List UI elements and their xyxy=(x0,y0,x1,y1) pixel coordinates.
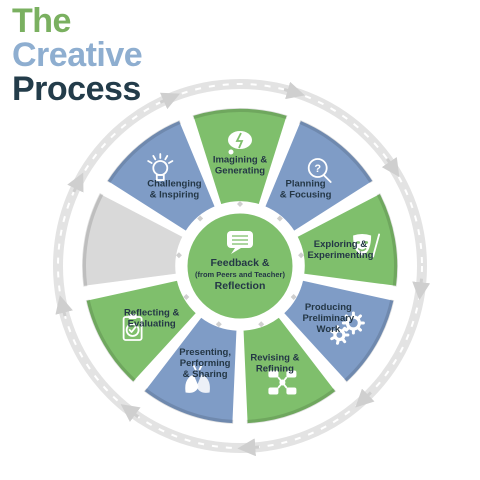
center-connectors xyxy=(175,201,305,328)
hub-connector-arrow xyxy=(215,321,222,328)
stage-challenging: Challenging& Inspiring xyxy=(105,119,217,233)
stage-blank-segment xyxy=(81,192,185,288)
stage-presenting-rim xyxy=(143,388,234,424)
hub-connector-arrow xyxy=(276,215,283,222)
cycle-arrow xyxy=(159,92,181,110)
stage-exploring-label-line2: Experimenting xyxy=(307,250,373,261)
stage-segments: Imagining &Generating? Planning& Focusing… xyxy=(81,107,399,425)
cycle-arrow xyxy=(237,438,260,457)
stage-presenting-label-line3: & Sharing xyxy=(183,369,228,380)
title-process: Process xyxy=(12,70,141,108)
feedback-hub: Feedback & (from Peers and Teacher) Refl… xyxy=(184,210,296,322)
stage-imagining-label-line1: Imagining & xyxy=(213,155,268,166)
stage-planning: ? Planning& Focusing xyxy=(263,119,375,233)
stage-presenting-label-line2: Performing xyxy=(180,358,231,369)
feedback-label-line3: Reflection xyxy=(215,280,266,292)
feedback-label-line1: Feedback & xyxy=(211,257,270,269)
stage-imagining-label-line2: Generating xyxy=(215,166,265,177)
clipboard-check-icon xyxy=(122,314,143,341)
stage-exploring-segment xyxy=(295,192,399,288)
lightbulb-icon xyxy=(147,153,174,181)
stage-producing-label-line1: Producing xyxy=(305,302,352,313)
stage-challenging-label-line2: & Inspiring xyxy=(150,189,200,200)
stage-exploring-label-line1: Exploring & xyxy=(314,239,367,250)
stage-reflecting-label-line1: Reflecting & xyxy=(124,308,180,319)
stage-producing-label-line3: Work xyxy=(317,324,341,335)
hub-connector-arrow xyxy=(183,294,190,300)
stage-reflecting: Reflecting &Evaluating xyxy=(84,278,198,384)
stage-imagining: Imagining &Generating xyxy=(191,107,289,206)
svg-text:?: ? xyxy=(314,163,321,175)
cycle-arrow xyxy=(283,81,305,100)
stage-blank-rim xyxy=(82,193,104,287)
gears-icon xyxy=(330,311,365,345)
cycle-arrow xyxy=(412,278,431,301)
stage-challenging-rim xyxy=(106,120,182,184)
clapping-hands-icon xyxy=(185,364,210,393)
stage-planning-rim xyxy=(298,120,374,184)
stage-exploring-rim xyxy=(376,193,398,287)
stage-presenting: Presenting,Performing& Sharing xyxy=(142,315,238,425)
stage-revising-rim xyxy=(246,388,337,424)
cycle-arrow xyxy=(67,172,84,193)
cycle-arrow xyxy=(381,157,400,178)
cycle-arrow xyxy=(55,295,73,317)
stage-revising: Revising &Refining xyxy=(242,315,338,425)
title-creative: Creative xyxy=(12,36,143,74)
stage-exploring: Exploring &Experimenting xyxy=(295,192,399,288)
stage-producing-rim xyxy=(344,299,395,383)
stage-reflecting-rim xyxy=(85,299,136,383)
hub-connector-arrow xyxy=(298,252,305,259)
stage-challenging-label-line1: Challenging xyxy=(147,178,202,189)
speech-bubble-icon xyxy=(227,231,253,254)
cycle-arrow xyxy=(120,404,141,422)
hub-connector-arrow xyxy=(175,252,182,259)
hub-connector-arrow xyxy=(237,201,243,207)
chat-network-icon xyxy=(268,370,297,395)
stage-reflecting-label-line2: Evaluating xyxy=(128,319,176,330)
stage-revising-segment xyxy=(242,315,338,425)
magnifier-icon: ? xyxy=(307,158,332,183)
stage-revising-label-line2: Refining xyxy=(256,363,294,374)
hub-connector-arrow xyxy=(197,215,204,222)
thought-bubble-icon xyxy=(228,131,252,155)
stage-imagining-rim xyxy=(192,108,288,120)
hub-connector-arrow xyxy=(258,321,265,328)
title-the: The xyxy=(12,2,71,40)
stage-planning-label-line2: & Focusing xyxy=(280,189,332,200)
stage-imagining-segment xyxy=(191,107,289,206)
feedback-label-line2: (from Peers and Teacher) xyxy=(195,270,285,279)
feedback-hub-circle xyxy=(184,210,296,322)
stage-planning-label-line1: Planning xyxy=(286,178,326,189)
hub-connector-arrow xyxy=(290,294,297,300)
stage-presenting-segment xyxy=(142,315,238,425)
stage-planning-segment xyxy=(263,119,375,233)
stage-revising-label-line1: Revising & xyxy=(250,352,299,363)
outer-cycle-ring xyxy=(53,79,431,457)
stage-producing-label-line2: Preliminary xyxy=(302,313,354,324)
theater-mask-icon xyxy=(353,233,381,258)
stage-blank xyxy=(81,192,185,288)
cycle-arrow xyxy=(355,388,375,408)
stage-presenting-label-line1: Presenting, xyxy=(179,347,231,358)
